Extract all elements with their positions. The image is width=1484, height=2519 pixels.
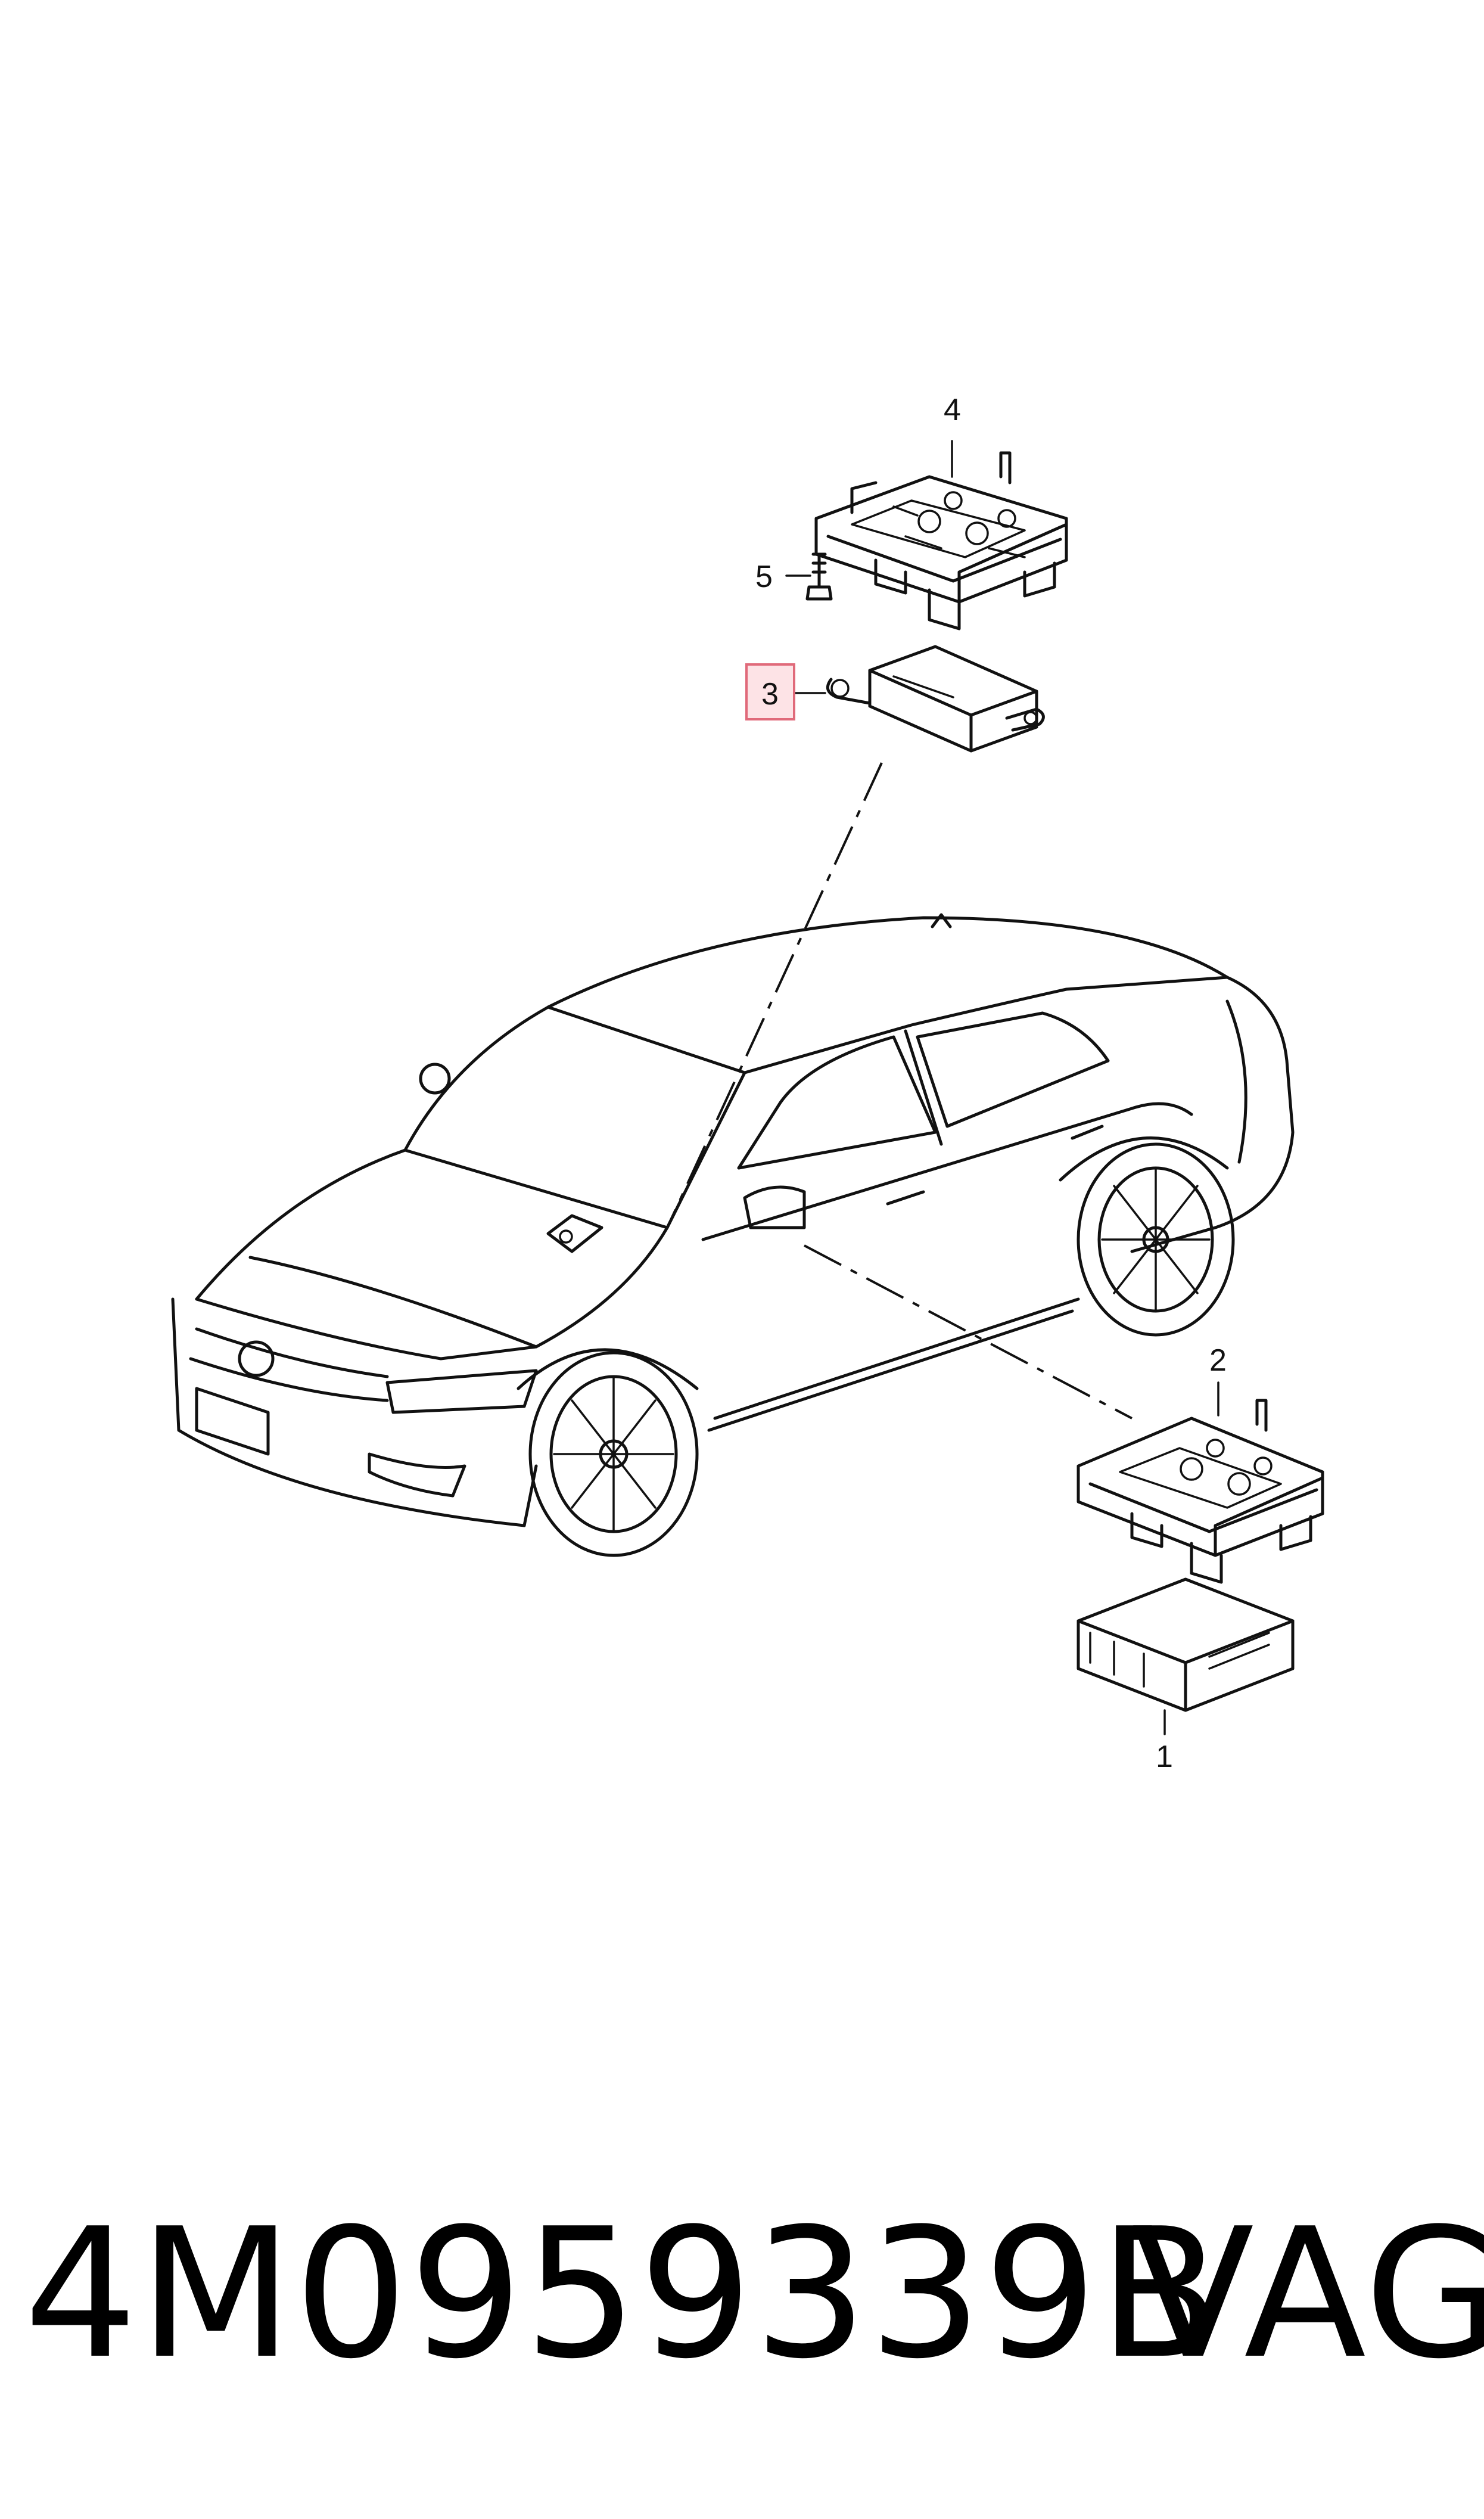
brand-label: VAG [1132, 2190, 1484, 2398]
leader-line-car-to-bracket [804, 1244, 1133, 1420]
module-part-1[interactable] [1077, 1577, 1295, 1712]
callout-4: 4 [944, 393, 961, 427]
callout-1: 1 [1156, 1740, 1173, 1774]
car-illustration [171, 913, 1295, 1557]
leader-line-module-to-car [666, 762, 883, 1228]
part-number: 4M0959339B [24, 2190, 1222, 2398]
callout-5: 5 [755, 560, 773, 594]
control-module-part-3[interactable] [826, 645, 1045, 753]
callout-2: 2 [1209, 1343, 1227, 1378]
callout-3[interactable]: 3 [761, 677, 779, 712]
bolt-part-5[interactable] [805, 552, 833, 601]
callout-3-highlight [745, 663, 795, 720]
bracket-part-4[interactable] [814, 451, 1068, 630]
bracket-part-2[interactable] [1077, 1399, 1324, 1584]
